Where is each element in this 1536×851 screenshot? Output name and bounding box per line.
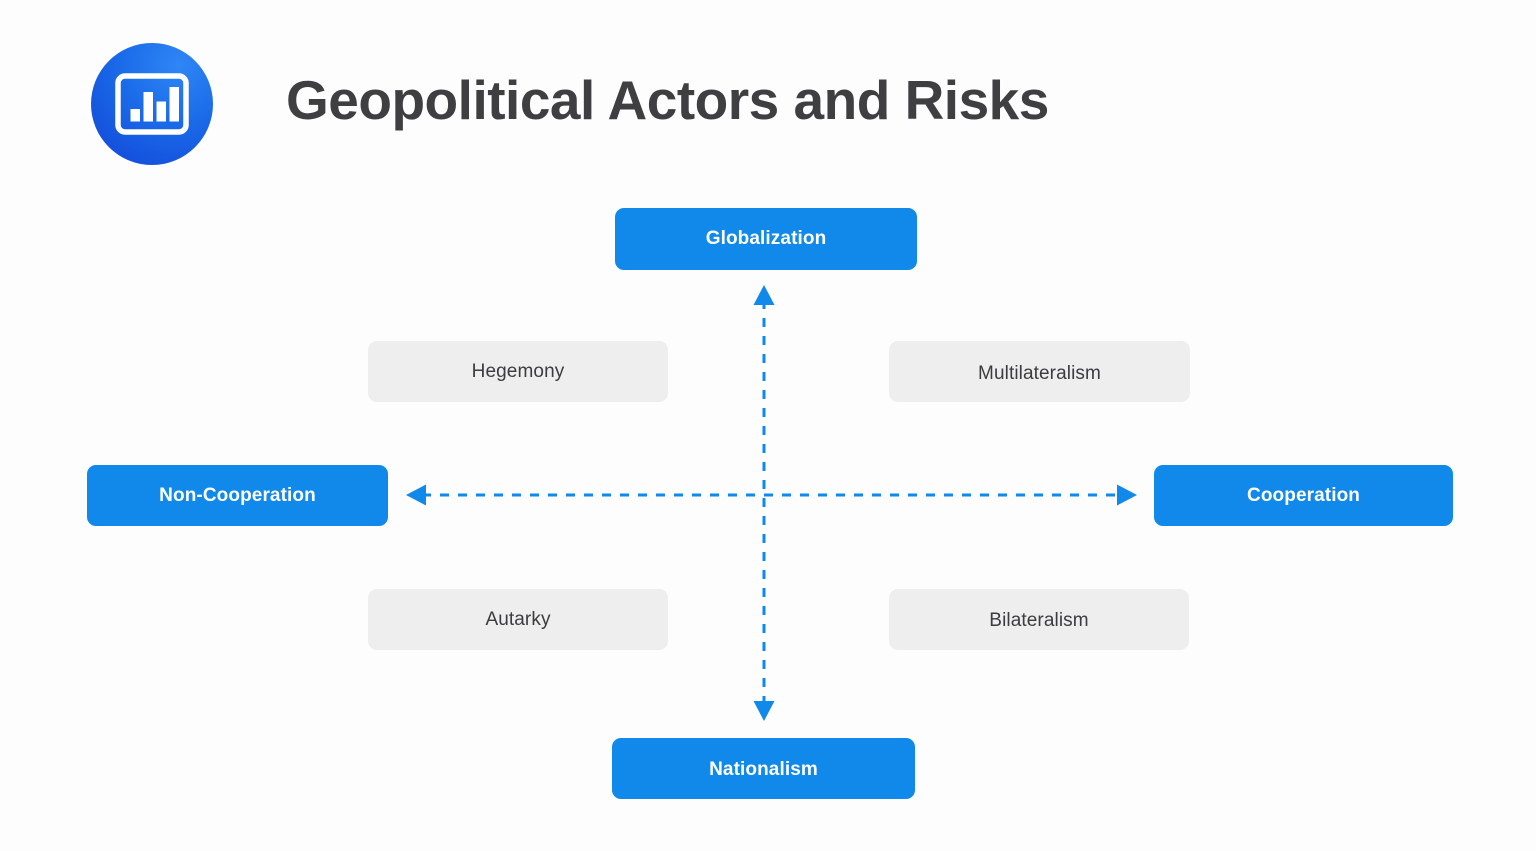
axis-label-globalization[interactable]: Globalization (615, 208, 917, 270)
axis-label-non-cooperation[interactable]: Non-Cooperation (87, 465, 388, 526)
quadrant-bilateralism-text: Bilateralism (989, 609, 1089, 631)
quadrant-autarky-text: Autarky (485, 608, 551, 630)
axis-label-non-cooperation-text: Non-Cooperation (159, 484, 316, 506)
bar-chart-icon (91, 43, 213, 165)
quadrant-autarky[interactable]: Autarky (368, 589, 668, 650)
horizontal-axis-arrow-right (1117, 484, 1137, 506)
axis-label-cooperation-text: Cooperation (1247, 484, 1360, 506)
vertical-axis-arrow-up (753, 285, 775, 305)
page-title: Geopolitical Actors and Risks (286, 69, 1049, 131)
quadrant-multilateralism[interactable]: Multilateralism (889, 341, 1190, 402)
vertical-axis-arrow-down (753, 701, 775, 721)
quadrant-multilateralism-text: Multilateralism (978, 362, 1101, 384)
horizontal-axis-arrow-left (406, 484, 426, 506)
axis-label-nationalism[interactable]: Nationalism (612, 738, 915, 799)
quadrant-bilateralism[interactable]: Bilateralism (889, 589, 1189, 650)
quadrant-hegemony-text: Hegemony (471, 360, 565, 382)
axis-label-cooperation[interactable]: Cooperation (1154, 465, 1453, 526)
axis-label-globalization-text: Globalization (705, 228, 827, 249)
axis-label-nationalism-text: Nationalism (709, 758, 818, 780)
quadrant-hegemony[interactable]: Hegemony (368, 341, 668, 402)
